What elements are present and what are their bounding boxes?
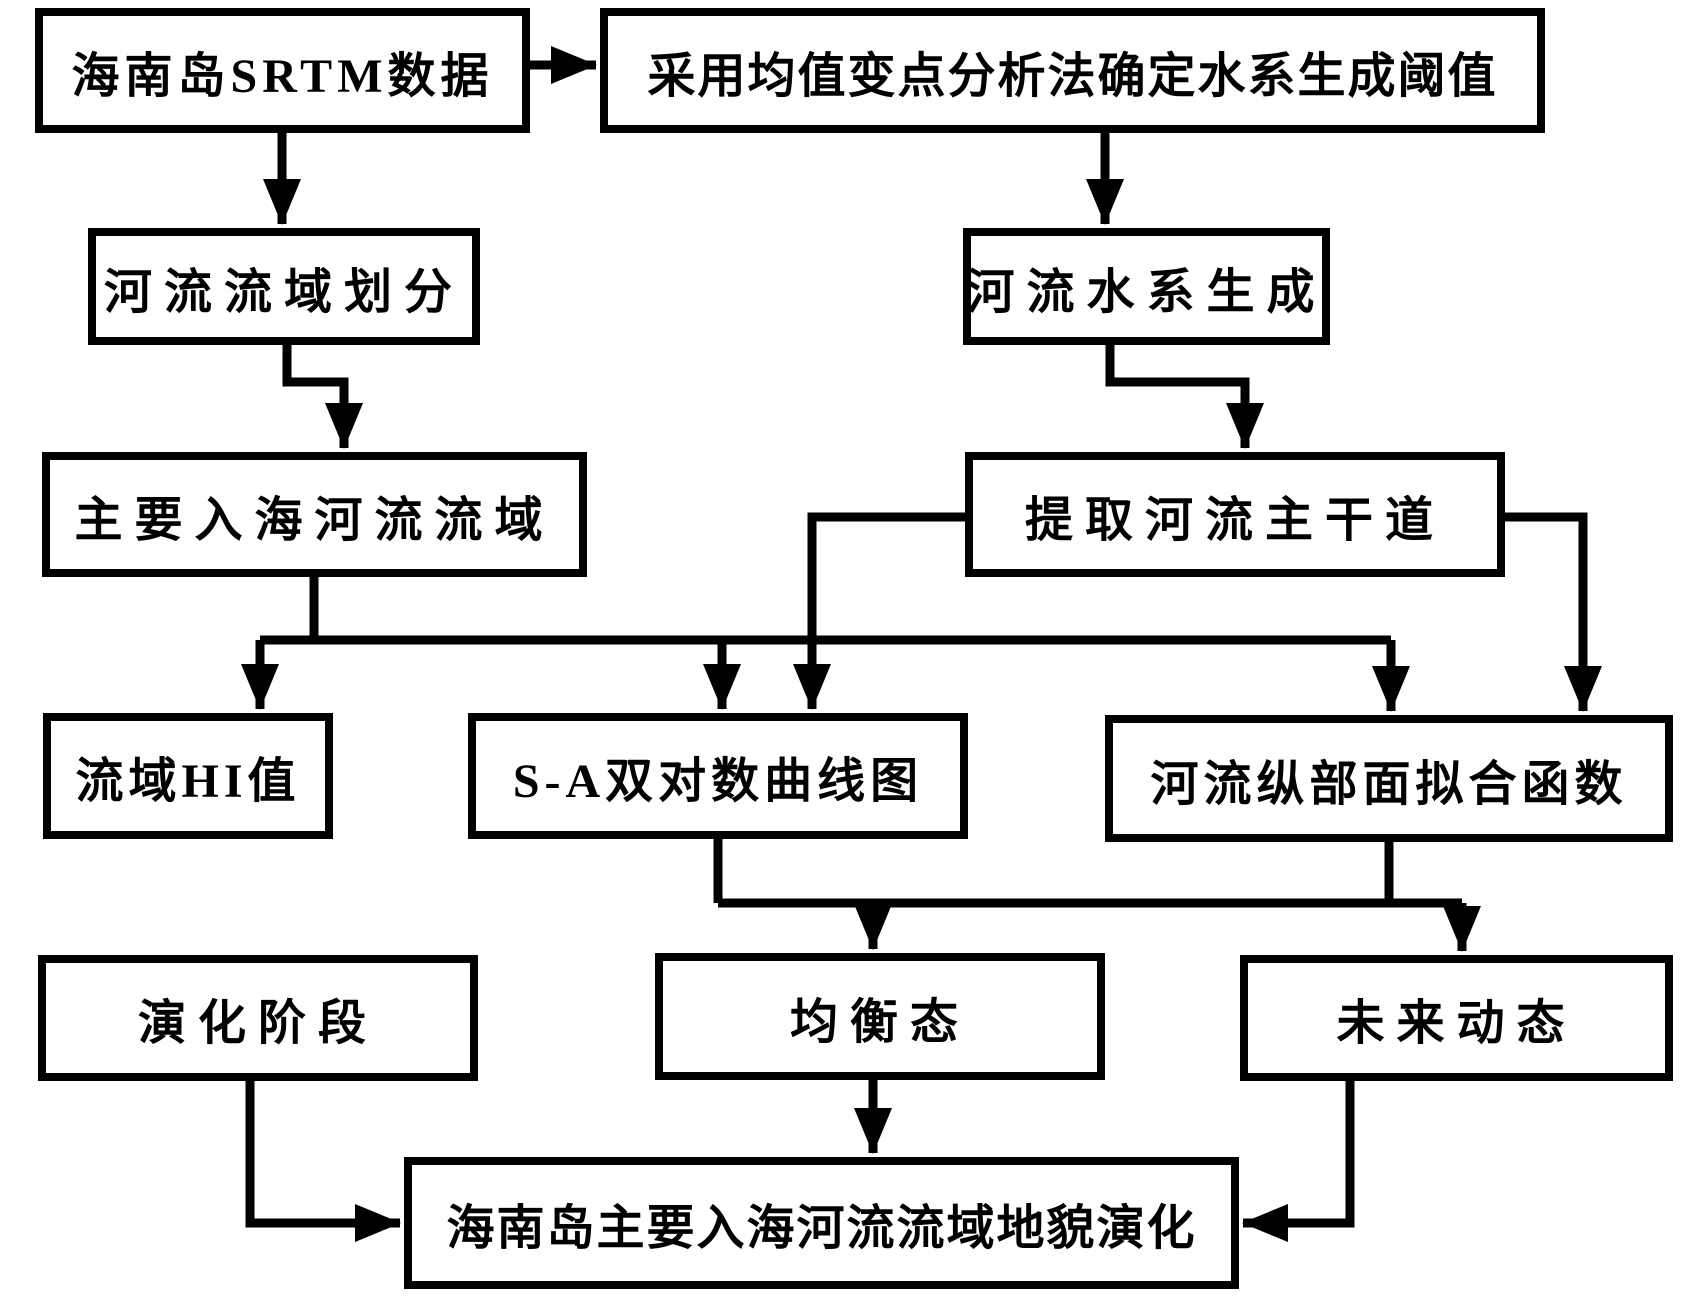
arrow-basin-division-to-main-basins [282,345,363,449]
node-main-sea-basins: 主要入海河流流域 [42,452,587,577]
arrow-main-channel-to-sa-loglog [793,512,965,710]
node-sa-loglog-plot: S-A双对数曲线图 [468,713,968,839]
node-basin-hi-value: 流域HI值 [43,713,333,839]
node-profile-fit-function: 河流纵部面拟合函数 [1105,715,1673,842]
arrow-network-gen-to-main-channel [1105,345,1264,449]
arrow-evolution-stage-to-final [245,1081,401,1242]
node-geomorph-evolution-final: 海南岛主要入海河流流域地貌演化 [404,1157,1239,1289]
node-equilibrium-state: 均衡态 [655,953,1105,1080]
node-future-dynamics: 未来动态 [1240,955,1673,1081]
node-srtm-data: 海南岛SRTM数据 [35,8,530,133]
node-extract-main-channel: 提取河流主干道 [965,452,1505,577]
node-basin-division: 河流流域划分 [88,228,480,345]
node-evolution-stage: 演化阶段 [38,955,478,1081]
node-network-generation: 河流水系生成 [963,228,1330,345]
arrow-main-channel-to-profile-fit [1505,512,1602,712]
arrow-future-dynamics-to-final [1242,1081,1355,1242]
node-threshold-method: 采用均值变点分析法确定水系生成阈值 [600,8,1545,133]
